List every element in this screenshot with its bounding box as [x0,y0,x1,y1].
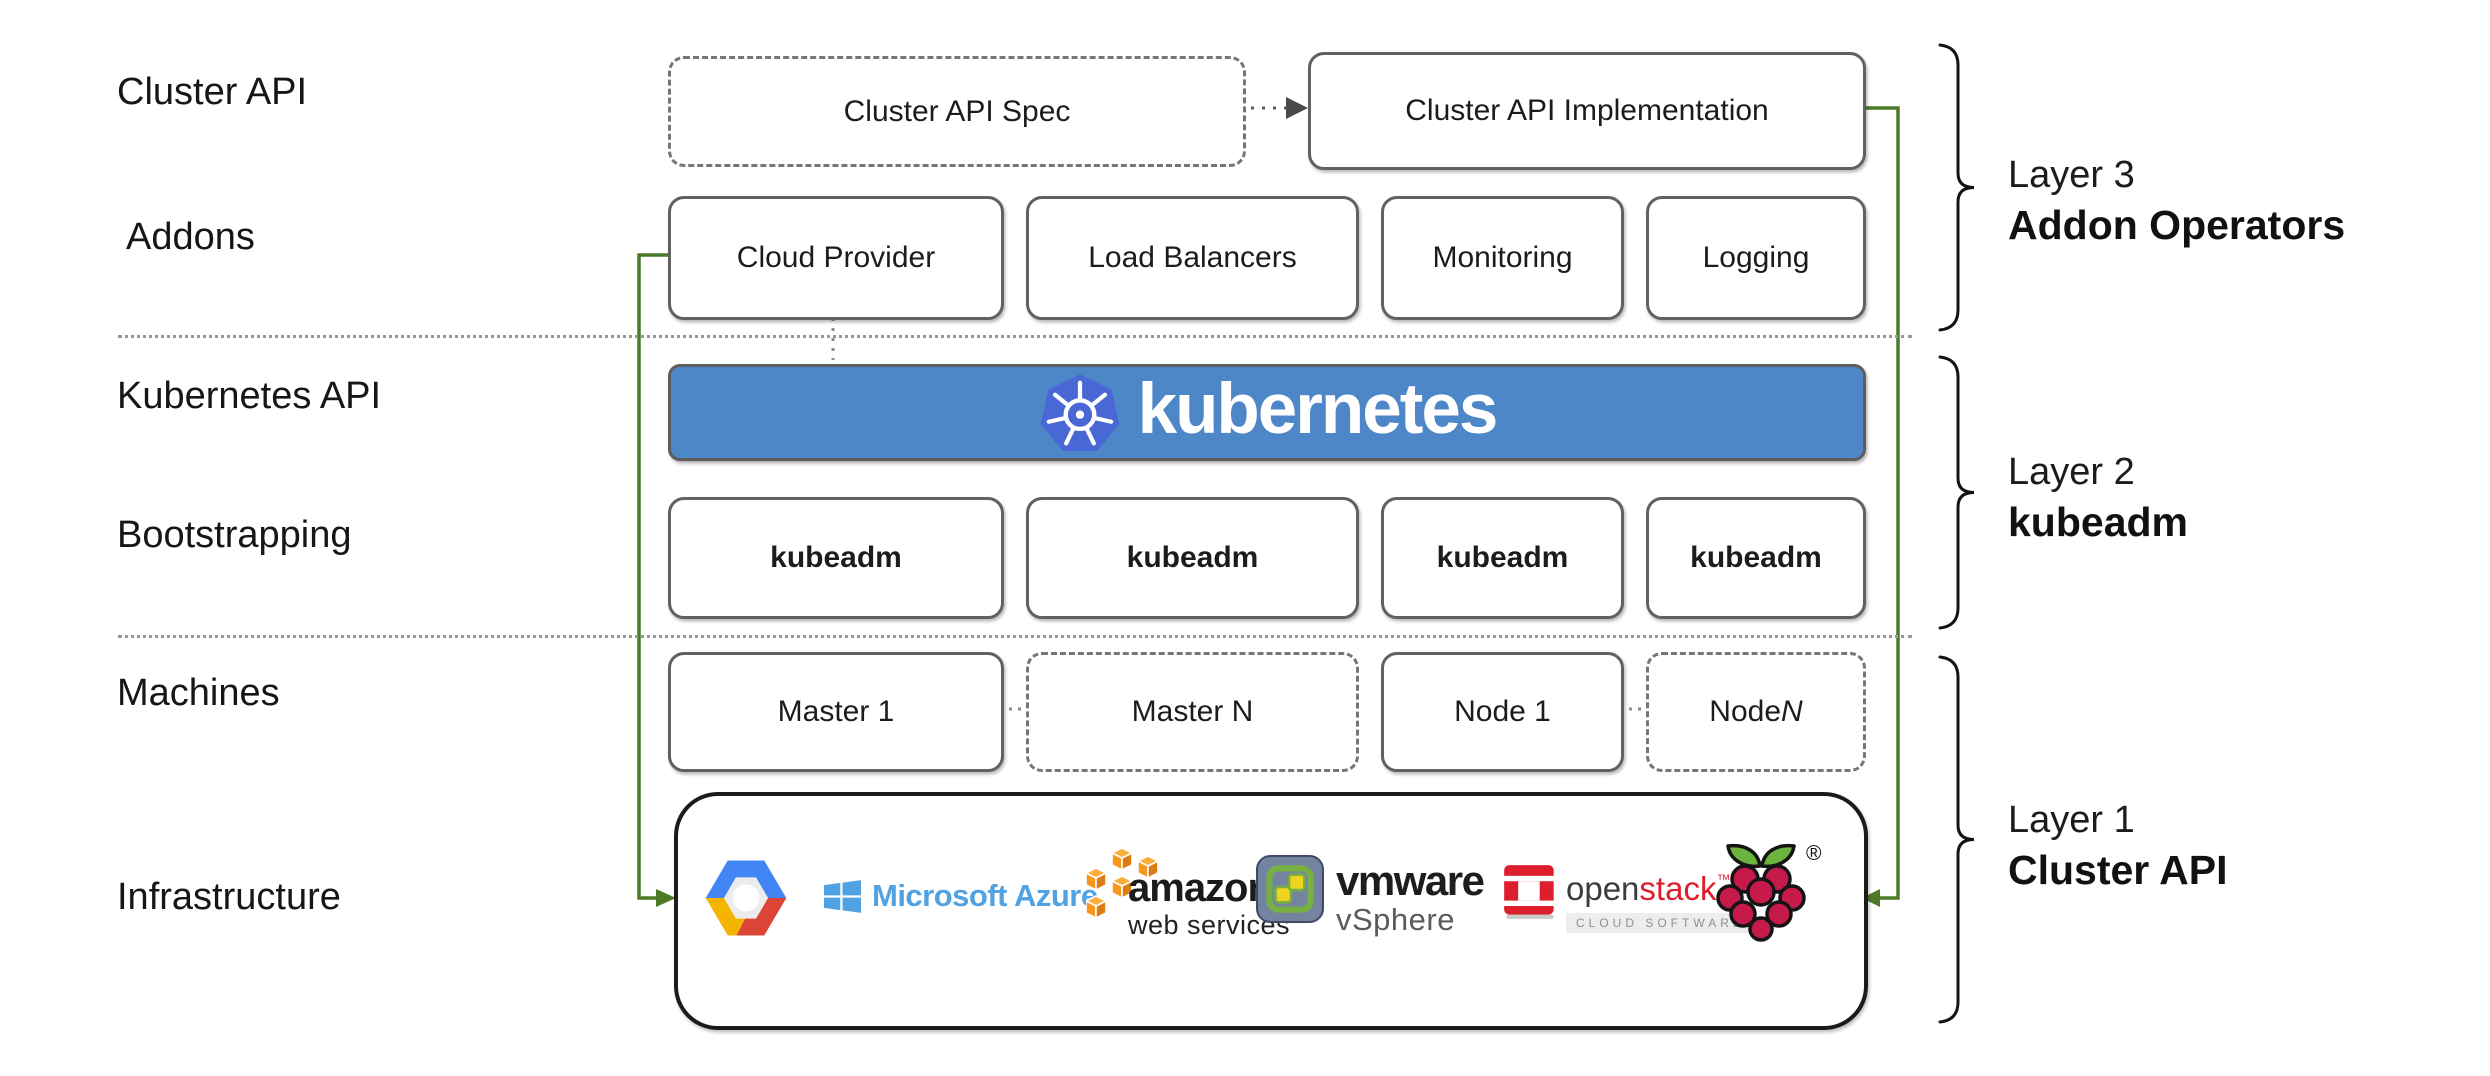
google-cloud-icon [705,860,787,936]
row-label-addons: Addons [126,216,255,258]
master-n-box: Master N [1026,652,1359,772]
monitoring-box: Monitoring [1381,196,1624,320]
azure-wordmark: Microsoft Azure [872,878,1098,913]
kubernetes-wheel-icon [1040,373,1119,451]
row-label-kubernetes-api: Kubernetes API [117,375,382,417]
separator-layer2-layer1 [118,635,1912,638]
kubeadm-box-3: kubeadm [1381,497,1624,619]
aws-cubes-icon [1086,848,1159,919]
layer2-annotation: Layer 2 kubeadm [2008,451,2188,546]
cluster-api-implementation-box: Cluster API Implementation [1308,52,1866,170]
microsoft-azure-logo: Microsoft Azure [824,878,1098,914]
openstack-subtitle: CLOUD SOFTWARE [1566,913,1755,933]
kubeadm-box-2: kubeadm [1026,497,1359,619]
kubeadm-box-1: kubeadm [668,497,1004,619]
green-connector-left [637,253,668,900]
cloud-provider-box: Cloud Provider [668,196,1004,320]
row-label-machines: Machines [117,672,280,714]
kubernetes-banner: kubernetes [668,364,1866,461]
windows-flag-icon [824,879,861,913]
vmware-wordmark: vmware vSphere [1336,857,1485,937]
node-1-box: Node 1 [1381,652,1624,772]
load-balancers-box: Load Balancers [1026,196,1359,320]
vmware-vsphere-icon [1256,855,1324,923]
spec-impl-arrowhead [1286,97,1308,119]
row-label-infrastructure: Infrastructure [117,876,341,918]
layer1-annotation: Layer 1 Cluster API [2008,799,2228,894]
raspberry-pi-icon [1716,843,1806,942]
layer1-brace [1938,655,1975,1024]
node-n-label: Node [1709,695,1782,728]
row-label-bootstrapping: Bootstrapping [117,514,352,556]
kubernetes-wordmark: kubernetes [1137,370,1499,449]
separator-layer3-layer2 [118,335,1912,338]
logging-box: Logging [1646,196,1866,320]
openstack-wordmark: openstack™ CLOUD SOFTWARE [1566,872,1755,933]
cluster-api-spec-box: Cluster API Spec [668,56,1246,167]
node-n-box: Node N [1646,652,1866,772]
layer3-annotation: Layer 3 Addon Operators [2008,154,2346,249]
node-1-label: Node 1 [1454,695,1551,728]
row-label-cluster-api: Cluster API [117,71,308,113]
master-n-label: Master N [1131,695,1254,728]
raspberry-pi-registered-mark: ® [1806,842,1822,865]
green-arrowhead-left [656,889,676,907]
master-1-label: Master 1 [777,695,895,728]
openstack-icon [1502,865,1558,919]
master-1-box: Master 1 [668,652,1004,772]
layer3-brace [1938,43,1975,332]
kubeadm-box-4: kubeadm [1646,497,1866,619]
layer2-brace [1938,355,1975,630]
